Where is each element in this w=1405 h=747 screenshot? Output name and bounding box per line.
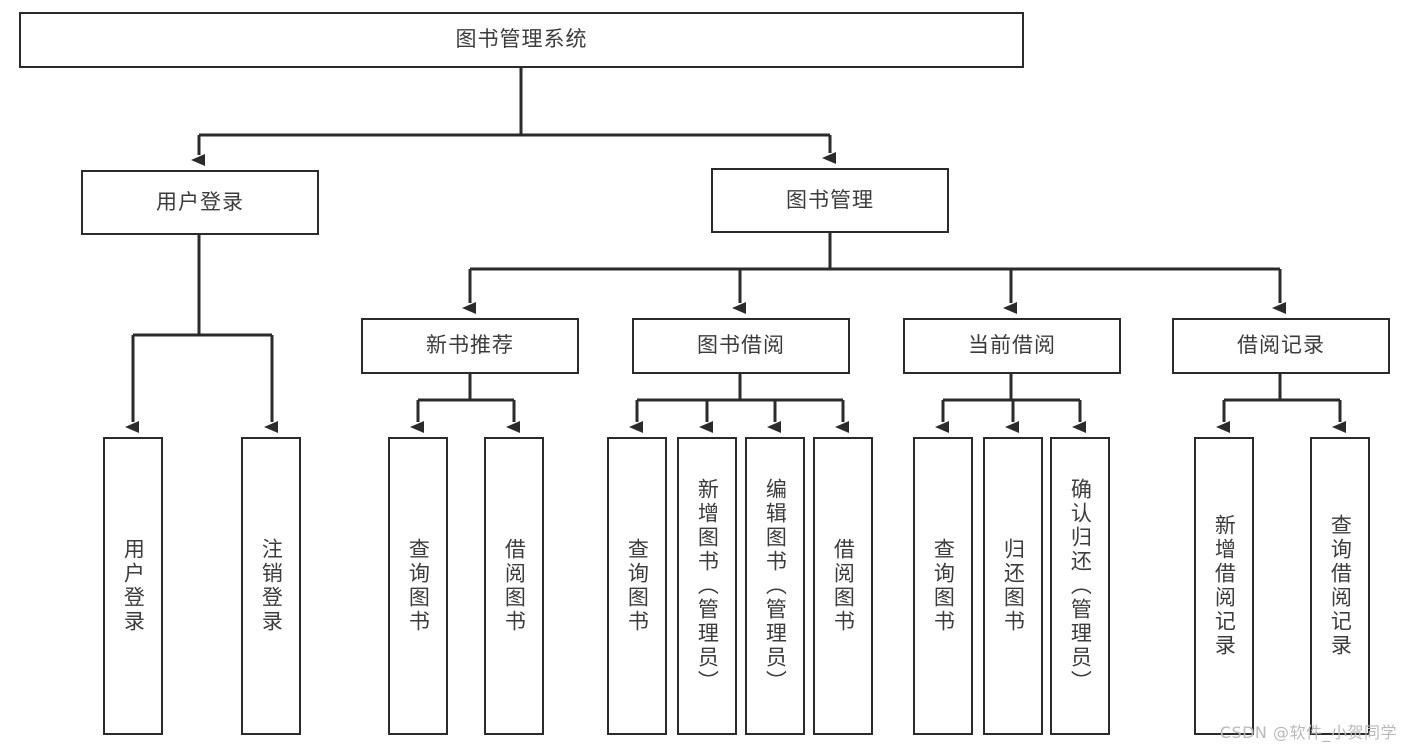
node-label: 编辑图书（管理员） <box>763 478 788 694</box>
node-book-borrow[interactable]: 图书借阅 <box>632 318 850 374</box>
node-leaf-return-book[interactable]: 归还图书 <box>983 437 1043 735</box>
node-leaf-add-record[interactable]: 新增借阅记录 <box>1194 437 1254 735</box>
node-label: 图书借阅 <box>697 333 785 358</box>
node-label: 用户登录 <box>156 189 244 214</box>
node-leaf-query-record[interactable]: 查询借阅记录 <box>1310 437 1370 735</box>
node-borrow-record[interactable]: 借阅记录 <box>1172 318 1390 374</box>
node-new-book-recommend[interactable]: 新书推荐 <box>361 318 579 374</box>
node-current-borrow[interactable]: 当前借阅 <box>903 318 1121 374</box>
node-label: 查询图书 <box>406 538 431 634</box>
node-leaf-query-book-3[interactable]: 查询图书 <box>913 437 973 735</box>
node-root-system[interactable]: 图书管理系统 <box>19 12 1024 68</box>
node-leaf-edit-book[interactable]: 编辑图书（管理员） <box>745 437 805 735</box>
node-leaf-borrow-book-1[interactable]: 借阅图书 <box>484 437 544 735</box>
node-leaf-borrow-book-2[interactable]: 借阅图书 <box>813 437 873 735</box>
node-label: 用户登录 <box>121 538 146 634</box>
node-label: 注销登录 <box>259 538 284 634</box>
node-label: 当前借阅 <box>968 333 1056 358</box>
node-label: 借阅图书 <box>831 538 856 634</box>
node-label: 新增借阅记录 <box>1212 514 1237 658</box>
node-label: 归还图书 <box>1001 538 1026 634</box>
node-leaf-query-book-2[interactable]: 查询图书 <box>607 437 667 735</box>
node-label: 确认归还（管理员） <box>1068 478 1093 694</box>
node-user-login[interactable]: 用户登录 <box>81 170 319 235</box>
node-leaf-confirm-return[interactable]: 确认归还（管理员） <box>1050 437 1110 735</box>
node-leaf-query-book-1[interactable]: 查询图书 <box>388 437 448 735</box>
node-label: 新书推荐 <box>426 333 514 358</box>
node-leaf-add-book[interactable]: 新增图书（管理员） <box>677 437 737 735</box>
node-label: 查询图书 <box>931 538 956 634</box>
node-label: 查询图书 <box>625 538 650 634</box>
node-leaf-user-login[interactable]: 用户登录 <box>103 437 163 735</box>
node-label: 查询借阅记录 <box>1328 514 1353 658</box>
node-leaf-logout-login[interactable]: 注销登录 <box>241 437 301 735</box>
node-label: 借阅记录 <box>1237 333 1325 358</box>
node-book-management[interactable]: 图书管理 <box>711 168 949 233</box>
node-label: 图书管理 <box>786 187 874 212</box>
node-label: 图书管理系统 <box>455 27 588 52</box>
node-label: 新增图书（管理员） <box>695 478 720 694</box>
node-label: 借阅图书 <box>502 538 527 634</box>
